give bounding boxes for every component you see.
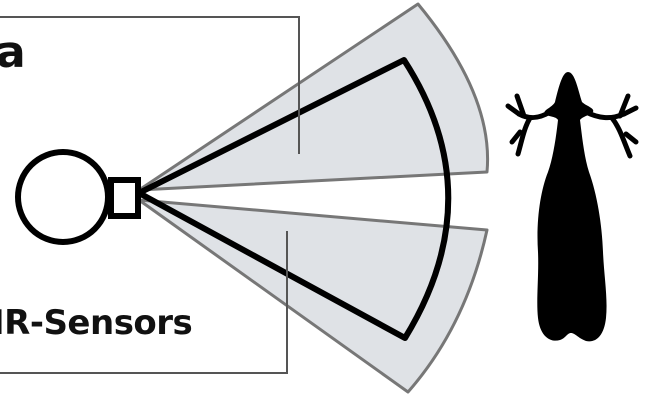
- pir-sensors-label: IR-Sensors: [0, 306, 192, 340]
- camera-label: a: [0, 31, 26, 75]
- camera-mount: [111, 180, 138, 216]
- deer-right-antler: [586, 96, 636, 156]
- pir-zone-upper: [139, 4, 488, 190]
- camera-device-icon: [18, 152, 138, 242]
- pir-zone-lower: [139, 200, 487, 392]
- deer-left-antler: [508, 96, 550, 154]
- camera-lens: [18, 152, 108, 242]
- deer-silhouette-icon: [508, 72, 636, 341]
